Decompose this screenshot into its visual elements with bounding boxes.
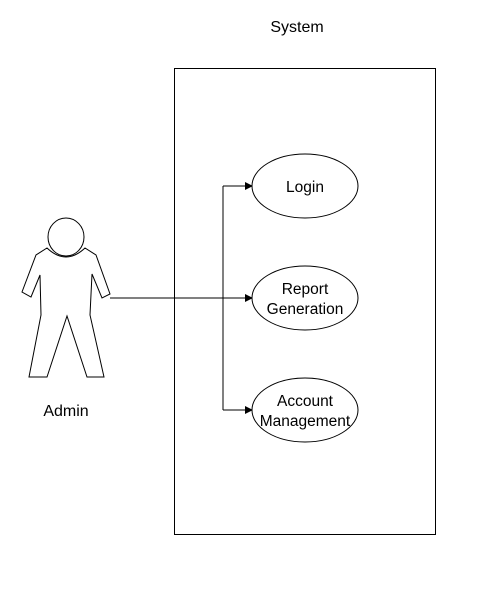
- use-case-login: Login: [251, 153, 359, 219]
- use-case-account-management-ellipse: [251, 377, 359, 443]
- use-case-report-generation-label-line2: Generation: [267, 301, 344, 318]
- use-case-login-ellipse: [251, 153, 359, 219]
- system-title: System: [270, 19, 323, 36]
- use-case-report-generation-ellipse: [251, 265, 359, 331]
- use-case-login-label: Login: [286, 179, 324, 196]
- use-case-account-management-label-line1: Account: [277, 393, 334, 410]
- use-case-account-management-label-line2: Management: [260, 413, 351, 430]
- use-case-account-management: Account Management: [251, 377, 359, 443]
- associations: [110, 182, 253, 414]
- actor-head: [47, 217, 85, 257]
- system-boundary: [174, 68, 436, 535]
- actor-name: Admin: [43, 403, 88, 420]
- admin-actor: [21, 217, 111, 378]
- use-case-report-generation-label-line1: Report: [282, 281, 329, 298]
- use-case-report-generation: Report Generation: [251, 265, 359, 331]
- actor-body: [21, 247, 111, 378]
